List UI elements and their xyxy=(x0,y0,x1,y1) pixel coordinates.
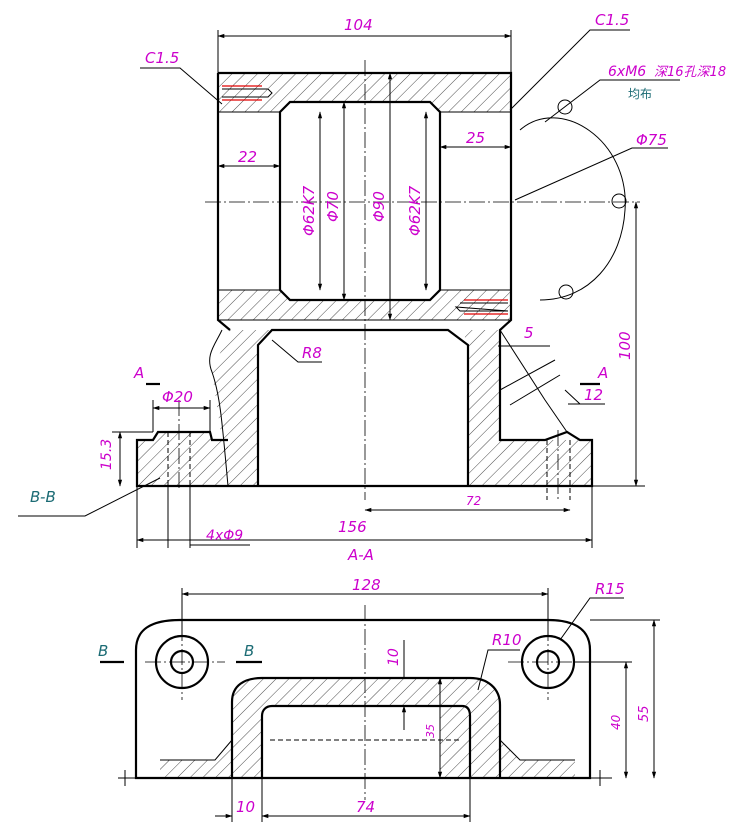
chamfer-left-label: C1.5 xyxy=(145,49,179,67)
bore-left-label: Φ62K7 xyxy=(300,185,318,236)
dim-40-label: 40 xyxy=(609,714,623,730)
dim-72-label: 72 xyxy=(466,494,481,508)
section-a-right-label: A xyxy=(597,364,608,382)
plan-centerlines xyxy=(145,605,590,800)
leader-c15-left xyxy=(140,67,223,105)
leader-r15 xyxy=(559,597,624,641)
hole-phi20-label: Φ20 xyxy=(162,388,193,406)
dim-5-label: 5 xyxy=(524,324,534,342)
dim-128-label: 128 xyxy=(352,576,381,594)
dim-10-vert-label: 10 xyxy=(386,648,402,666)
base-hole-left xyxy=(167,432,191,486)
leader-dim12 xyxy=(564,389,605,405)
thread-depth-label: 深16孔深18 xyxy=(654,65,726,80)
base-right-hatch xyxy=(545,440,592,486)
radius-r15-label: R15 xyxy=(595,580,625,598)
lower-right-wall-hatch xyxy=(462,330,545,486)
dim-35-label: 35 xyxy=(424,724,437,738)
radius-r8-label: R8 xyxy=(302,344,322,362)
base-left-hatch xyxy=(137,432,228,486)
dim-25-label: 25 xyxy=(466,129,485,147)
leader-dim5 xyxy=(498,345,561,406)
dim-bottom-ext xyxy=(231,778,471,822)
threaded-hole-bottom xyxy=(454,299,509,315)
plan-flange-lines xyxy=(118,739,612,786)
housing-outline xyxy=(135,71,594,488)
threaded-hole-top xyxy=(222,85,273,101)
dim-156-label: 156 xyxy=(338,518,367,536)
plan-inner-outline xyxy=(260,704,472,778)
dim-9-lines xyxy=(167,486,250,548)
dim-128-ext xyxy=(181,588,549,636)
plan-view: 128 R15 R10 B B 10 35 40 55 10 74 xyxy=(98,576,660,822)
bore-90-label: Φ90 xyxy=(370,191,388,222)
left-rib-break xyxy=(209,329,229,487)
radius-r10-label: R10 xyxy=(492,631,522,649)
dim-104-ext xyxy=(217,30,512,73)
dim-104-label: 104 xyxy=(344,16,373,34)
section-bb-label: B-B xyxy=(30,488,56,506)
hole-centerlines xyxy=(178,400,559,500)
dim-74-label: 74 xyxy=(356,798,375,816)
dim-12-label: 12 xyxy=(584,386,603,404)
dim-10-bottom-label: 10 xyxy=(236,798,255,816)
bolt-hole-3 xyxy=(558,284,574,300)
bore-70-label: Φ70 xyxy=(324,191,342,222)
leader-r10 xyxy=(477,649,520,691)
upper-section-hatch xyxy=(218,73,511,320)
section-view-a-a: 104 C1.5 C1.5 6xM6 深16孔深18 均布 Φ75 22 25 … xyxy=(18,11,726,564)
bore-inner-lines xyxy=(218,111,511,321)
bolt-hole-1 xyxy=(557,99,573,115)
thread-note-label: 6xM6 xyxy=(608,64,646,80)
right-rib-line xyxy=(499,329,568,433)
base-hole-right xyxy=(546,440,571,500)
leader-bb xyxy=(18,477,161,517)
bolt-circle-arc xyxy=(519,117,626,301)
dim-55-label: 55 xyxy=(637,705,652,722)
leader-r8 xyxy=(271,339,322,363)
thread-note-sub: 均布 xyxy=(628,87,652,101)
dim-100-label: 100 xyxy=(616,331,634,360)
dim-20-ext xyxy=(152,400,211,432)
chamfer-right-label: C1.5 xyxy=(595,11,629,29)
view-title-aa: A-A xyxy=(347,546,374,564)
plan-channel-outline xyxy=(230,676,502,778)
bore-right-label: Φ62K7 xyxy=(406,185,424,236)
leader-thread xyxy=(544,79,680,123)
holes-4xphi9-label: 4xΦ9 xyxy=(206,528,243,544)
bolt-circle-label: Φ75 xyxy=(636,131,667,149)
cavity-outline xyxy=(256,328,470,486)
leader-phi75 xyxy=(514,147,668,201)
dim-15-3-label: 15.3 xyxy=(99,439,115,470)
section-b-right-label: B xyxy=(244,642,254,660)
dim-156-ext xyxy=(136,486,593,548)
leader-c15-right xyxy=(509,29,630,111)
bolt-hole-2 xyxy=(611,193,627,209)
dim-22-label: 22 xyxy=(238,148,257,166)
plan-channel-hatch xyxy=(160,678,575,778)
section-b-left-label: B xyxy=(98,642,108,660)
section-a-left-label: A xyxy=(133,364,144,382)
